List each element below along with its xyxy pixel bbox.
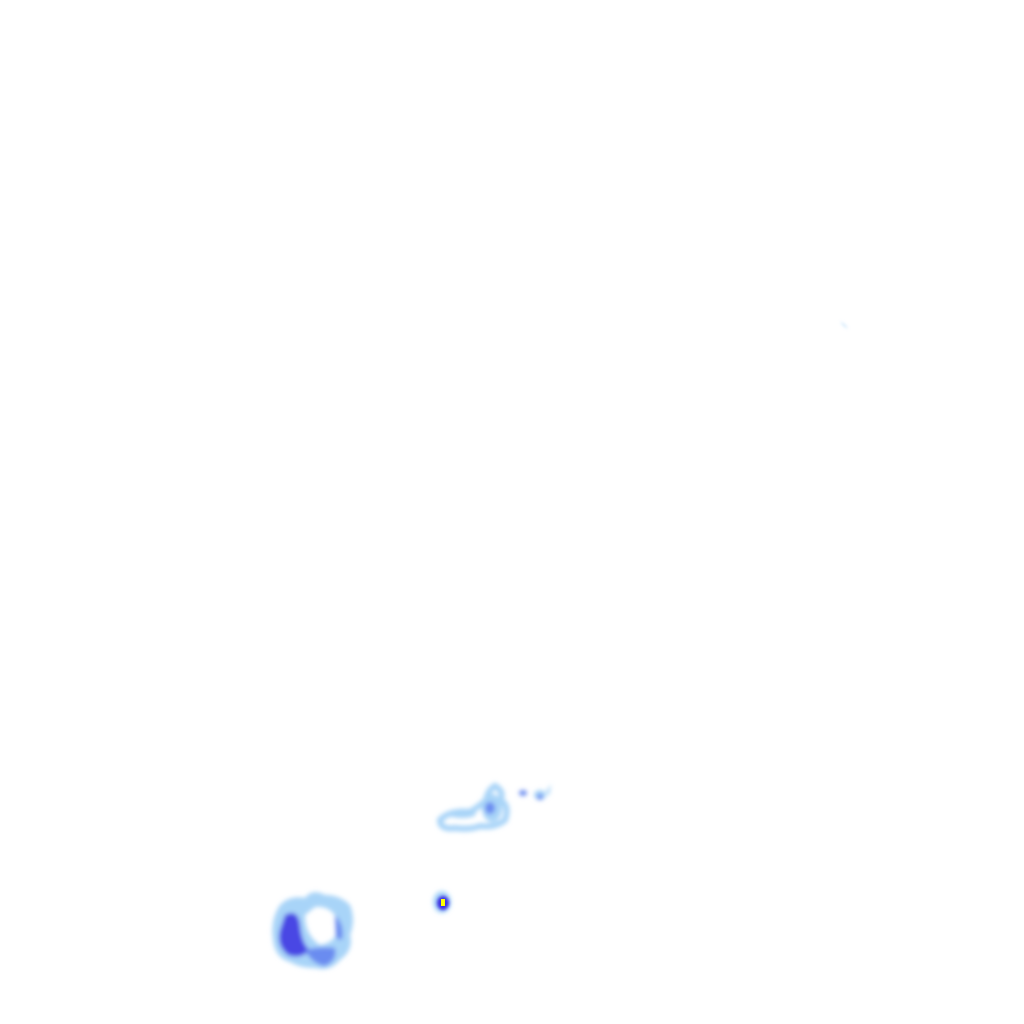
echo-cluster-north (436, 782, 551, 832)
precip-echo (485, 802, 495, 814)
echo-cell-center (433, 891, 451, 913)
precip-echo (840, 321, 848, 329)
precip-echo (537, 794, 543, 800)
precip-echo (279, 912, 310, 957)
echo-ring-southwest (272, 892, 353, 969)
precip-echo (305, 947, 336, 966)
echo-northeast-speck (840, 321, 848, 329)
precip-echo (546, 784, 551, 796)
precip-echo (448, 810, 476, 818)
peak-cell (441, 899, 445, 906)
precip-echo (519, 790, 527, 796)
precip-echo (335, 915, 343, 940)
